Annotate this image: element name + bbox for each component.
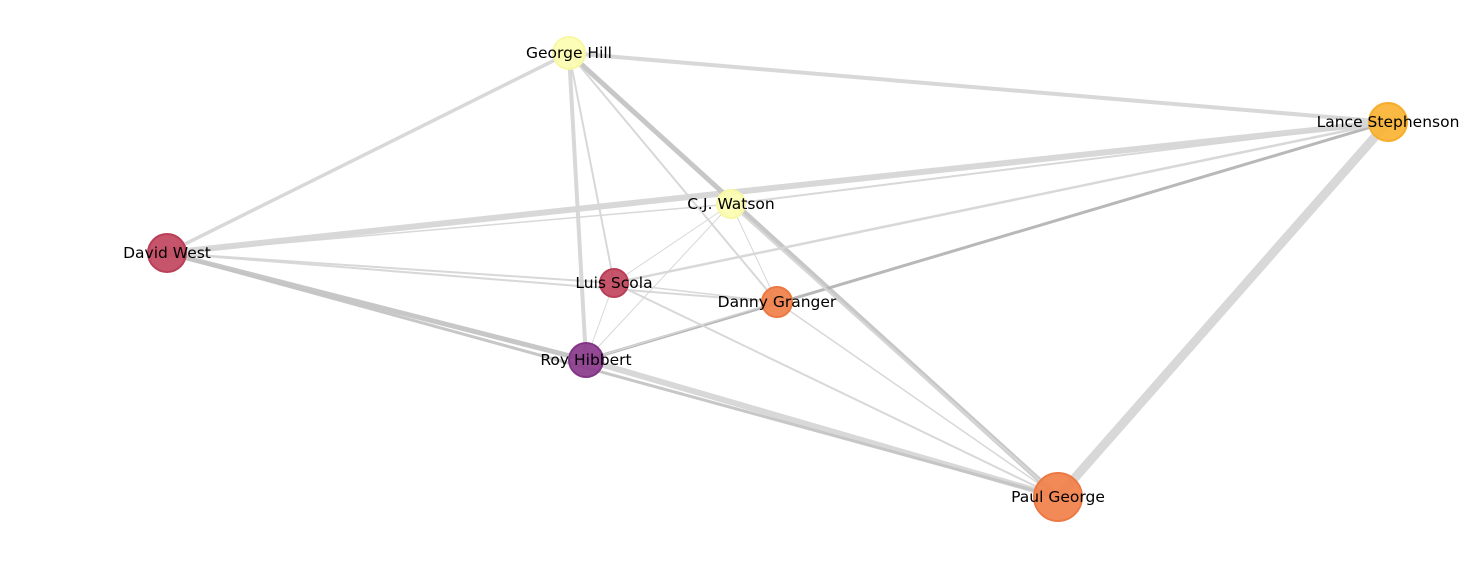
edge-george-hill-lance-stephenson: [567, 51, 1390, 124]
edge-cj-watson-roy-hibbert: [585, 203, 732, 361]
edge-luis-scola-danny-granger: [613, 282, 778, 303]
nodes-layer: [147, 36, 1408, 522]
node-label-roy-hibbert: Roy Hibbert: [540, 351, 631, 369]
edge-roy-hibbert-danny-granger: [585, 301, 778, 361]
edge-danny-granger-paul-george: [776, 301, 1059, 498]
node-label-luis-scola: Luis Scola: [575, 274, 652, 292]
edge-david-west-lance-stephenson: [164, 119, 1391, 256]
edge-david-west-cj-watson: [166, 203, 732, 254]
node-label-paul-george: Paul George: [1011, 488, 1105, 506]
node-label-danny-granger: Danny Granger: [718, 293, 837, 311]
node-label-lance-stephenson: Lance Stephenson: [1317, 113, 1460, 131]
edge-luis-scola-lance-stephenson: [612, 120, 1390, 285]
edge-david-west-paul-george: [165, 251, 1060, 499]
edge-roy-hibbert-lance-stephenson: [584, 120, 1390, 362]
node-roy-hibbert[interactable]: [568, 342, 604, 378]
node-cj-watson[interactable]: [716, 189, 746, 219]
node-david-west[interactable]: [147, 233, 187, 273]
edge-luis-scola-paul-george: [613, 282, 1059, 498]
node-luis-scola[interactable]: [599, 268, 629, 298]
edge-george-hill-roy-hibbert: [567, 51, 588, 362]
edge-george-hill-luis-scola: [568, 52, 615, 284]
edge-cj-watson-luis-scola: [613, 203, 732, 284]
edge-george-hill-david-west: [165, 51, 571, 255]
edge-george-hill-danny-granger: [568, 52, 778, 303]
edge-cj-watson-lance-stephenson: [730, 121, 1389, 205]
edge-paul-george-lance-stephenson: [1053, 117, 1393, 502]
edge-cj-watson-danny-granger: [730, 203, 778, 303]
edges-layer: [164, 50, 1393, 502]
node-george-hill[interactable]: [552, 36, 586, 70]
node-label-george-hill: George Hill: [526, 44, 612, 62]
node-label-david-west: David West: [123, 244, 211, 262]
edge-david-west-luis-scola: [166, 252, 615, 284]
edge-david-west-danny-granger: [166, 252, 778, 303]
node-label-cj-watson: C.J. Watson: [687, 195, 774, 213]
node-lance-stephenson[interactable]: [1368, 102, 1408, 142]
node-danny-granger[interactable]: [761, 286, 793, 318]
edge-cj-watson-paul-george: [729, 202, 1060, 499]
node-paul-george[interactable]: [1033, 472, 1083, 522]
